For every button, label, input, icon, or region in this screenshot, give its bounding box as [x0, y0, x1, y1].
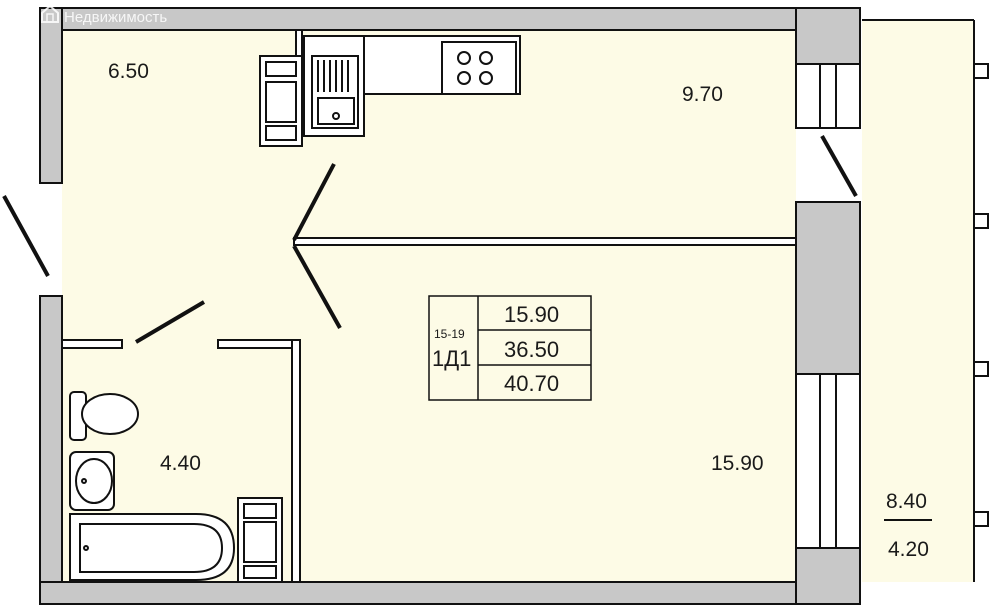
- partition-wall: [293, 237, 797, 246]
- balcony-area-reduced: 4.20: [888, 538, 929, 561]
- house-logo-icon: [41, 4, 59, 23]
- room-area-bathroom: 4.40: [160, 452, 201, 475]
- watermark: Недвижимость: [41, 4, 167, 26]
- total-with-balcony-value: 40.70: [504, 371, 559, 396]
- living-door: [292, 163, 342, 329]
- floors-range: 15-19: [434, 327, 465, 341]
- bathroom-walls: [61, 339, 301, 583]
- watermark-text: Недвижимость: [64, 9, 167, 26]
- bathroom-fixtures: [69, 391, 283, 583]
- windows: [795, 63, 861, 549]
- bathroom-door: [134, 300, 206, 344]
- balcony-floor: [862, 20, 974, 582]
- room-area-living: 15.90: [711, 452, 764, 475]
- kitchen-fixtures: [259, 29, 521, 147]
- walls: [39, 7, 861, 605]
- living-area-value: 15.90: [504, 302, 559, 327]
- total-area-value: 36.50: [504, 337, 559, 362]
- room-area-kitchen: 9.70: [682, 83, 723, 106]
- balcony-outline: [862, 19, 989, 582]
- bathtub: [69, 513, 236, 581]
- apartment-type: 1Д1: [432, 346, 471, 371]
- balcony-area-total: 8.40: [886, 490, 927, 513]
- balcony-door: [820, 135, 858, 197]
- room-area-hall: 6.50: [108, 60, 149, 83]
- entrance-door: [2, 195, 50, 277]
- apartment-info-block: 15-19 1Д1 15.90 36.50 40.70: [428, 295, 592, 401]
